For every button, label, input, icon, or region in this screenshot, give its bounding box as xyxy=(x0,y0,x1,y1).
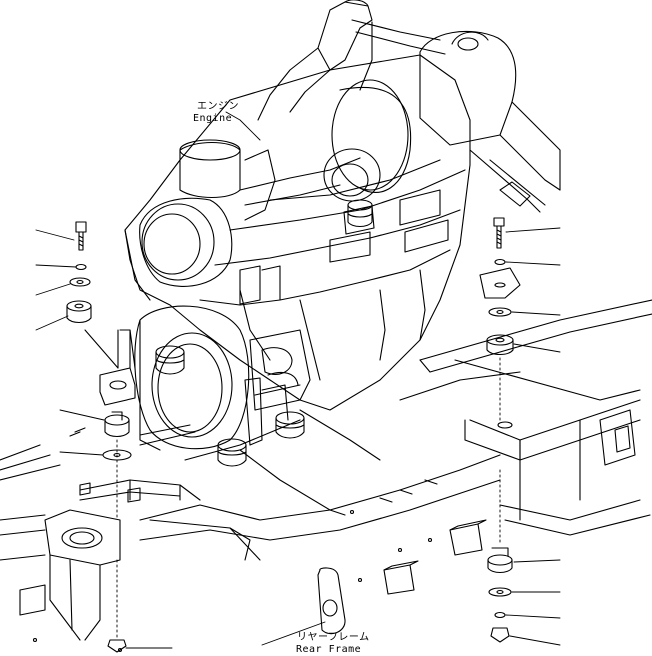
rear-frame-label-jp: リヤーフレーム xyxy=(297,632,370,643)
left-engine-bracket xyxy=(84,329,136,406)
leader-lines xyxy=(35,111,561,649)
right-hardware-stack xyxy=(479,217,521,643)
engine-label-en: Engine xyxy=(193,113,233,124)
engine-label-jp: エンジン xyxy=(197,101,239,112)
engine-block xyxy=(124,0,561,451)
rear-frame xyxy=(0,299,652,653)
left-hardware-stack xyxy=(66,221,132,653)
rear-frame-label-en: Rear Frame xyxy=(296,644,362,655)
